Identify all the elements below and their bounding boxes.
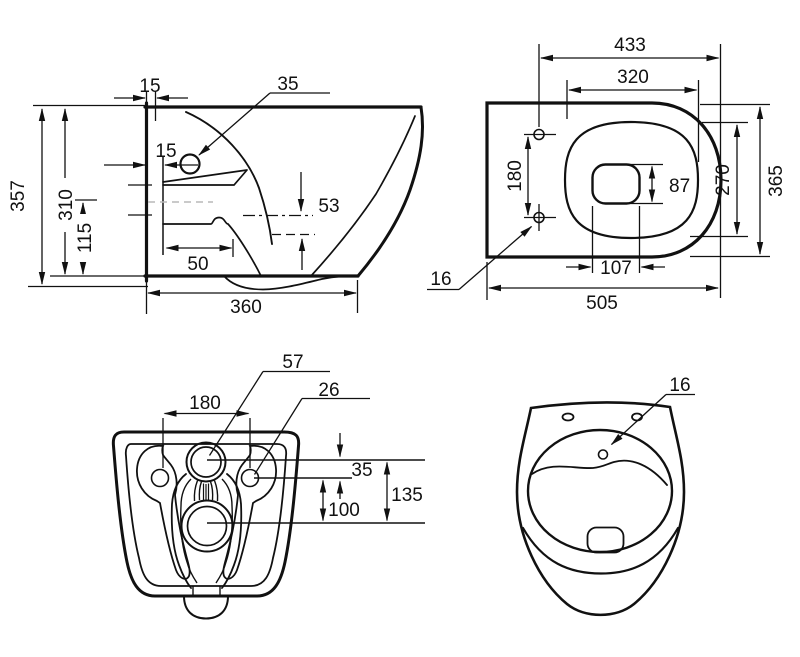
datum-lines xyxy=(207,459,425,524)
dim-label-365: 365 xyxy=(766,165,787,197)
dim-label-50: 50 xyxy=(187,254,208,275)
rim-outline xyxy=(563,120,700,240)
side-view-outline xyxy=(75,91,424,314)
rim-hole-16 xyxy=(597,449,609,460)
seat-hole-right xyxy=(631,412,643,422)
drain-hole-front xyxy=(586,526,625,554)
dim-label-35-back: 35 xyxy=(351,460,372,481)
drain-boss-outer xyxy=(180,499,234,553)
dim-label-115: 115 xyxy=(75,223,96,253)
top-view-dimensions: 433 320 180 87 270 365 107 505 16 xyxy=(427,35,787,314)
front-view: 16 xyxy=(515,375,695,617)
back-inner-outline xyxy=(124,443,288,587)
dim-label-53: 53 xyxy=(318,196,339,217)
shell-seam-curve xyxy=(310,115,416,277)
extension-lines-left xyxy=(28,104,148,288)
drain-opening xyxy=(591,163,641,205)
dim-label-16-front: 16 xyxy=(669,375,690,396)
leader-hole-dia xyxy=(458,225,533,290)
front-view-outline xyxy=(515,401,686,617)
side-view-dimensions: 15 15 35 53 50 360 357 310 xyxy=(8,74,359,318)
dim-label-107: 107 xyxy=(600,258,632,279)
neck-hatching xyxy=(202,483,210,501)
dim-label-505: 505 xyxy=(586,293,618,314)
boss-neck xyxy=(193,480,219,502)
reference-ticks xyxy=(75,184,152,216)
front-profile-curve xyxy=(356,105,424,278)
top-view: 433 320 180 87 270 365 107 505 16 xyxy=(427,35,787,314)
rim-opening xyxy=(526,428,674,554)
dim-label-360: 360 xyxy=(230,297,262,318)
dim-label-16-plan: 16 xyxy=(430,269,451,290)
dim-label-15-top: 15 xyxy=(139,76,160,97)
dim-label-357: 357 xyxy=(8,180,29,212)
dim-label-320: 320 xyxy=(617,67,649,88)
bowl-back-curve xyxy=(185,111,273,245)
extension-lines xyxy=(486,44,770,300)
hole-center-ticks xyxy=(524,133,556,231)
leader-side-hole xyxy=(253,398,303,475)
inlet-boss-inner xyxy=(190,446,222,478)
dim-label-310: 310 xyxy=(56,189,77,221)
side-view: 15 15 35 53 50 360 357 310 xyxy=(8,74,424,318)
dim-label-26: 26 xyxy=(318,380,339,401)
leader-inlet-boss xyxy=(208,371,264,456)
back-view-dimensions: 180 57 26 35 100 135 xyxy=(162,352,425,524)
dim-label-270: 270 xyxy=(713,164,734,196)
drain-boss-inner xyxy=(186,505,228,547)
label-mask xyxy=(56,178,73,232)
outlet-profile xyxy=(162,216,262,277)
sump-outline-inner xyxy=(180,478,233,584)
outlet-channel-lines xyxy=(192,586,221,596)
dim-label-180-back: 180 xyxy=(189,393,221,414)
leader-rim-hole xyxy=(610,394,667,446)
dim-label-35-inlet: 35 xyxy=(277,74,298,95)
fixing-hole-left xyxy=(150,468,170,488)
dim-label-87: 87 xyxy=(669,176,690,197)
dim-label-180-plan: 180 xyxy=(505,160,526,192)
seat-hole-left xyxy=(561,412,575,422)
dim-label-433: 433 xyxy=(614,35,646,56)
bowl-waterline-curve xyxy=(531,459,668,486)
rim-lower-belt xyxy=(521,526,680,575)
front-outer-outline xyxy=(515,401,686,617)
bowl-underside-dip xyxy=(223,275,358,291)
sump-outline-outer xyxy=(170,473,243,589)
dim-label-15-inlet: 15 xyxy=(155,141,176,162)
leader-inlet-dia xyxy=(198,92,271,156)
back-view: 180 57 26 35 100 135 xyxy=(111,352,425,620)
front-view-dimensions: 16 xyxy=(610,375,695,446)
back-outer-outline xyxy=(111,430,301,598)
dim-label-100: 100 xyxy=(328,500,360,521)
inlet-boss-outer xyxy=(185,441,227,483)
label-mask xyxy=(76,214,93,262)
inlet-circle xyxy=(179,153,201,175)
outlet-stub xyxy=(183,595,229,620)
flush-ledge xyxy=(162,169,248,186)
dim-label-57: 57 xyxy=(282,352,303,373)
dim-label-135: 135 xyxy=(391,485,423,506)
back-view-outline xyxy=(111,430,301,620)
